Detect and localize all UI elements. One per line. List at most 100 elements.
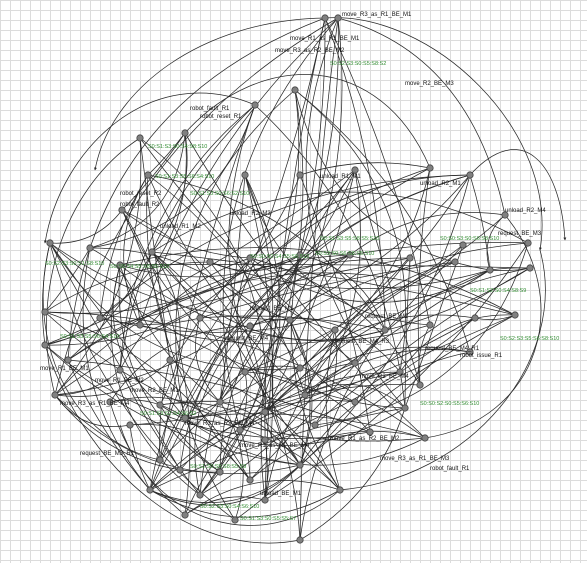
- state-label: S0:S1:S0:S5:S8:S5:S9: [190, 464, 246, 470]
- transition-edge: [199, 174, 281, 496]
- state-node: [401, 404, 409, 412]
- transition-label: unload_R2_M3: [230, 211, 271, 217]
- transition-edge: [249, 430, 426, 481]
- transition-edge: [44, 169, 356, 346]
- state-label: S0:S2:S3:S0:S5:S8:S2: [330, 61, 386, 67]
- transition-label: request_BE_M4_R3: [335, 339, 390, 345]
- state-node: [116, 366, 124, 374]
- transition-edge: [264, 314, 476, 413]
- state-node: [381, 326, 389, 334]
- transition-edge: [110, 264, 201, 496]
- transition-edge: [294, 89, 491, 272]
- state-node: [216, 468, 224, 476]
- transition-label: request_BE_M3_R1: [80, 451, 135, 457]
- state-node: [236, 426, 244, 434]
- transition-edge: [54, 317, 201, 397]
- state-node: [156, 401, 164, 409]
- transition-edge: [149, 464, 301, 504]
- state-node: [261, 436, 269, 444]
- transition-edge: [289, 17, 343, 321]
- state-node: [346, 251, 354, 259]
- transition-label: request_BE_M2: [365, 314, 409, 320]
- state-label: S0:S2:S3:S0:S4:S6:S10: [200, 504, 259, 510]
- transition-edge: [82, 247, 151, 491]
- state-node: [118, 206, 126, 214]
- transition-label: request_BE_M1: [250, 306, 294, 312]
- state-node: [296, 364, 304, 372]
- state-node: [336, 486, 344, 494]
- transition-edge: [118, 104, 256, 371]
- transition-edge: [121, 209, 266, 441]
- transition-edge: [146, 174, 251, 481]
- transition-edge: [151, 251, 301, 541]
- state-node: [196, 314, 204, 322]
- transition-edge: [159, 104, 256, 461]
- state-label: S0:S0:S2:S4:S5:S6:S10: [250, 254, 309, 260]
- state-node: [301, 391, 309, 399]
- transition-edge: [44, 257, 411, 346]
- transition-edge: [54, 394, 131, 428]
- transition-edge: [179, 254, 351, 471]
- transition-edge: [119, 254, 301, 278]
- state-node: [41, 341, 49, 349]
- transition-label: move_R2_BE_M4: [360, 374, 409, 380]
- state-node: [241, 368, 249, 376]
- state-label: S0:S1:S2:S0:S4:S8:S9: [470, 288, 526, 294]
- transition-edge: [469, 149, 567, 241]
- state-node: [126, 421, 134, 429]
- transition-label: move_R3_as_R1_BE_M4: [60, 401, 130, 407]
- transition-edge: [54, 369, 121, 397]
- transition-edge: [404, 257, 412, 409]
- transition-edge: [159, 404, 221, 473]
- transition-edge: [89, 246, 301, 369]
- transition-label: request_BE_M4_R1: [425, 346, 480, 352]
- transition-edge: [222, 17, 339, 431]
- transition-edge: [149, 17, 326, 491]
- state-node: [196, 491, 204, 499]
- transition-label: move_R2_BE_M3: [405, 81, 454, 87]
- transition-edge: [219, 401, 244, 521]
- state-node: [334, 14, 342, 22]
- transition-edge: [349, 242, 529, 257]
- transition-edge: [121, 132, 186, 211]
- transition-edge: [299, 329, 386, 541]
- state-label: S0:S1:S3:S5:S6:S4:S10: [155, 174, 214, 180]
- transition-edge: [337, 249, 546, 492]
- transition-edge: [42, 242, 51, 346]
- state-node: [136, 321, 144, 329]
- transition-edge: [324, 17, 431, 326]
- transition-edge: [129, 424, 151, 491]
- transition-edge: [199, 174, 471, 496]
- transition-edge: [184, 496, 266, 516]
- state-node: [471, 314, 479, 322]
- state-label: S0:S1:S3:S0:S4:S8:S10: [148, 144, 207, 150]
- transition-edge: [291, 254, 341, 491]
- transition-edge: [93, 17, 326, 171]
- transition-edge: [469, 174, 492, 271]
- state-node: [296, 171, 304, 179]
- transition-edge: [294, 89, 471, 353]
- state-node: [181, 511, 189, 519]
- state-node: [166, 356, 174, 364]
- state-node: [136, 134, 144, 142]
- edge-label-layer: move_R3_as_R1_BE_M1move_R1_as_R1_BE_M1mo…: [40, 12, 546, 497]
- transition-edge: [418, 324, 431, 386]
- state-node: [351, 166, 359, 174]
- transition-edge: [325, 329, 341, 491]
- state-node: [466, 348, 474, 356]
- transition-edge: [184, 416, 341, 491]
- transition-edge: [299, 351, 471, 466]
- state-node: [148, 248, 156, 256]
- transition-edge: [199, 317, 226, 403]
- transition-edge: [244, 174, 274, 501]
- state-node: [426, 321, 434, 329]
- transition-edge: [264, 257, 411, 413]
- transition-label: unload_R1_M2: [160, 224, 201, 230]
- transition-label: robot_fault_R1: [430, 466, 470, 472]
- transition-label: move_R3_as_R1_BE_M3: [380, 456, 450, 462]
- transition-edge: [89, 247, 141, 326]
- state-label: S0:S0:S2:S0:S5:S6:S10: [420, 401, 479, 407]
- transition-edge: [199, 174, 274, 496]
